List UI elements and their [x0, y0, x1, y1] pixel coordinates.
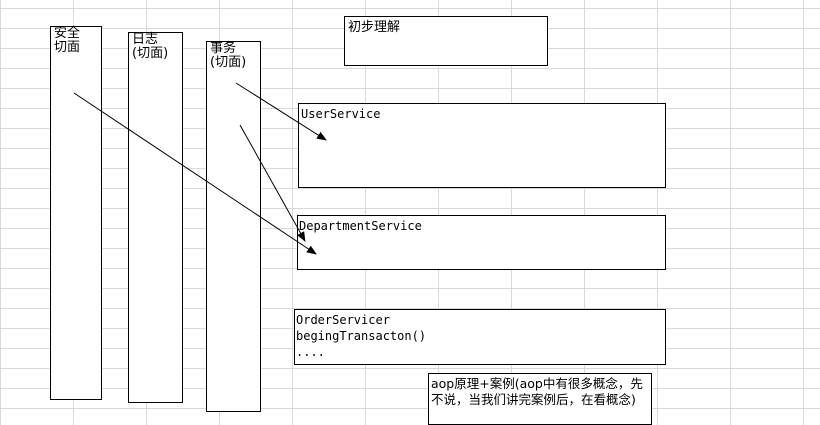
user-service-box: UserService — [298, 103, 666, 188]
user-service-label: UserService — [301, 107, 381, 121]
transaction-aspect-column: 事务 (切面) — [206, 41, 261, 412]
transaction-aspect-label: 事务 (切面) — [210, 41, 247, 70]
order-service-method: begingTransacton() — [296, 329, 427, 343]
log-aspect-column: 日志 (切面) — [128, 32, 183, 403]
order-service-ellipsis: .... — [296, 345, 325, 359]
title-note-box: 初步理解 — [344, 16, 548, 66]
order-service-box: OrderServicer begingTransacton() .... — [294, 309, 666, 365]
department-service-box: DepartmentService — [297, 215, 666, 270]
log-aspect-label: 日志 (切面) — [132, 32, 169, 61]
title-note-text: 初步理解 — [348, 20, 401, 35]
aop-note-box: aop原理+案例(aop中有很多概念，先不说，当我们讲完案例后，在看概念) — [428, 373, 652, 425]
security-aspect-column: 安全 切面 — [50, 26, 102, 400]
security-aspect-label: 安全 切面 — [54, 26, 81, 55]
department-service-label: DepartmentService — [299, 219, 422, 233]
aop-note-text: aop原理+案例(aop中有很多概念，先不说，当我们讲完案例后，在看概念) — [431, 376, 643, 407]
security-to-department-arrow — [73, 92, 317, 255]
order-service-label: OrderServicer — [296, 313, 390, 327]
